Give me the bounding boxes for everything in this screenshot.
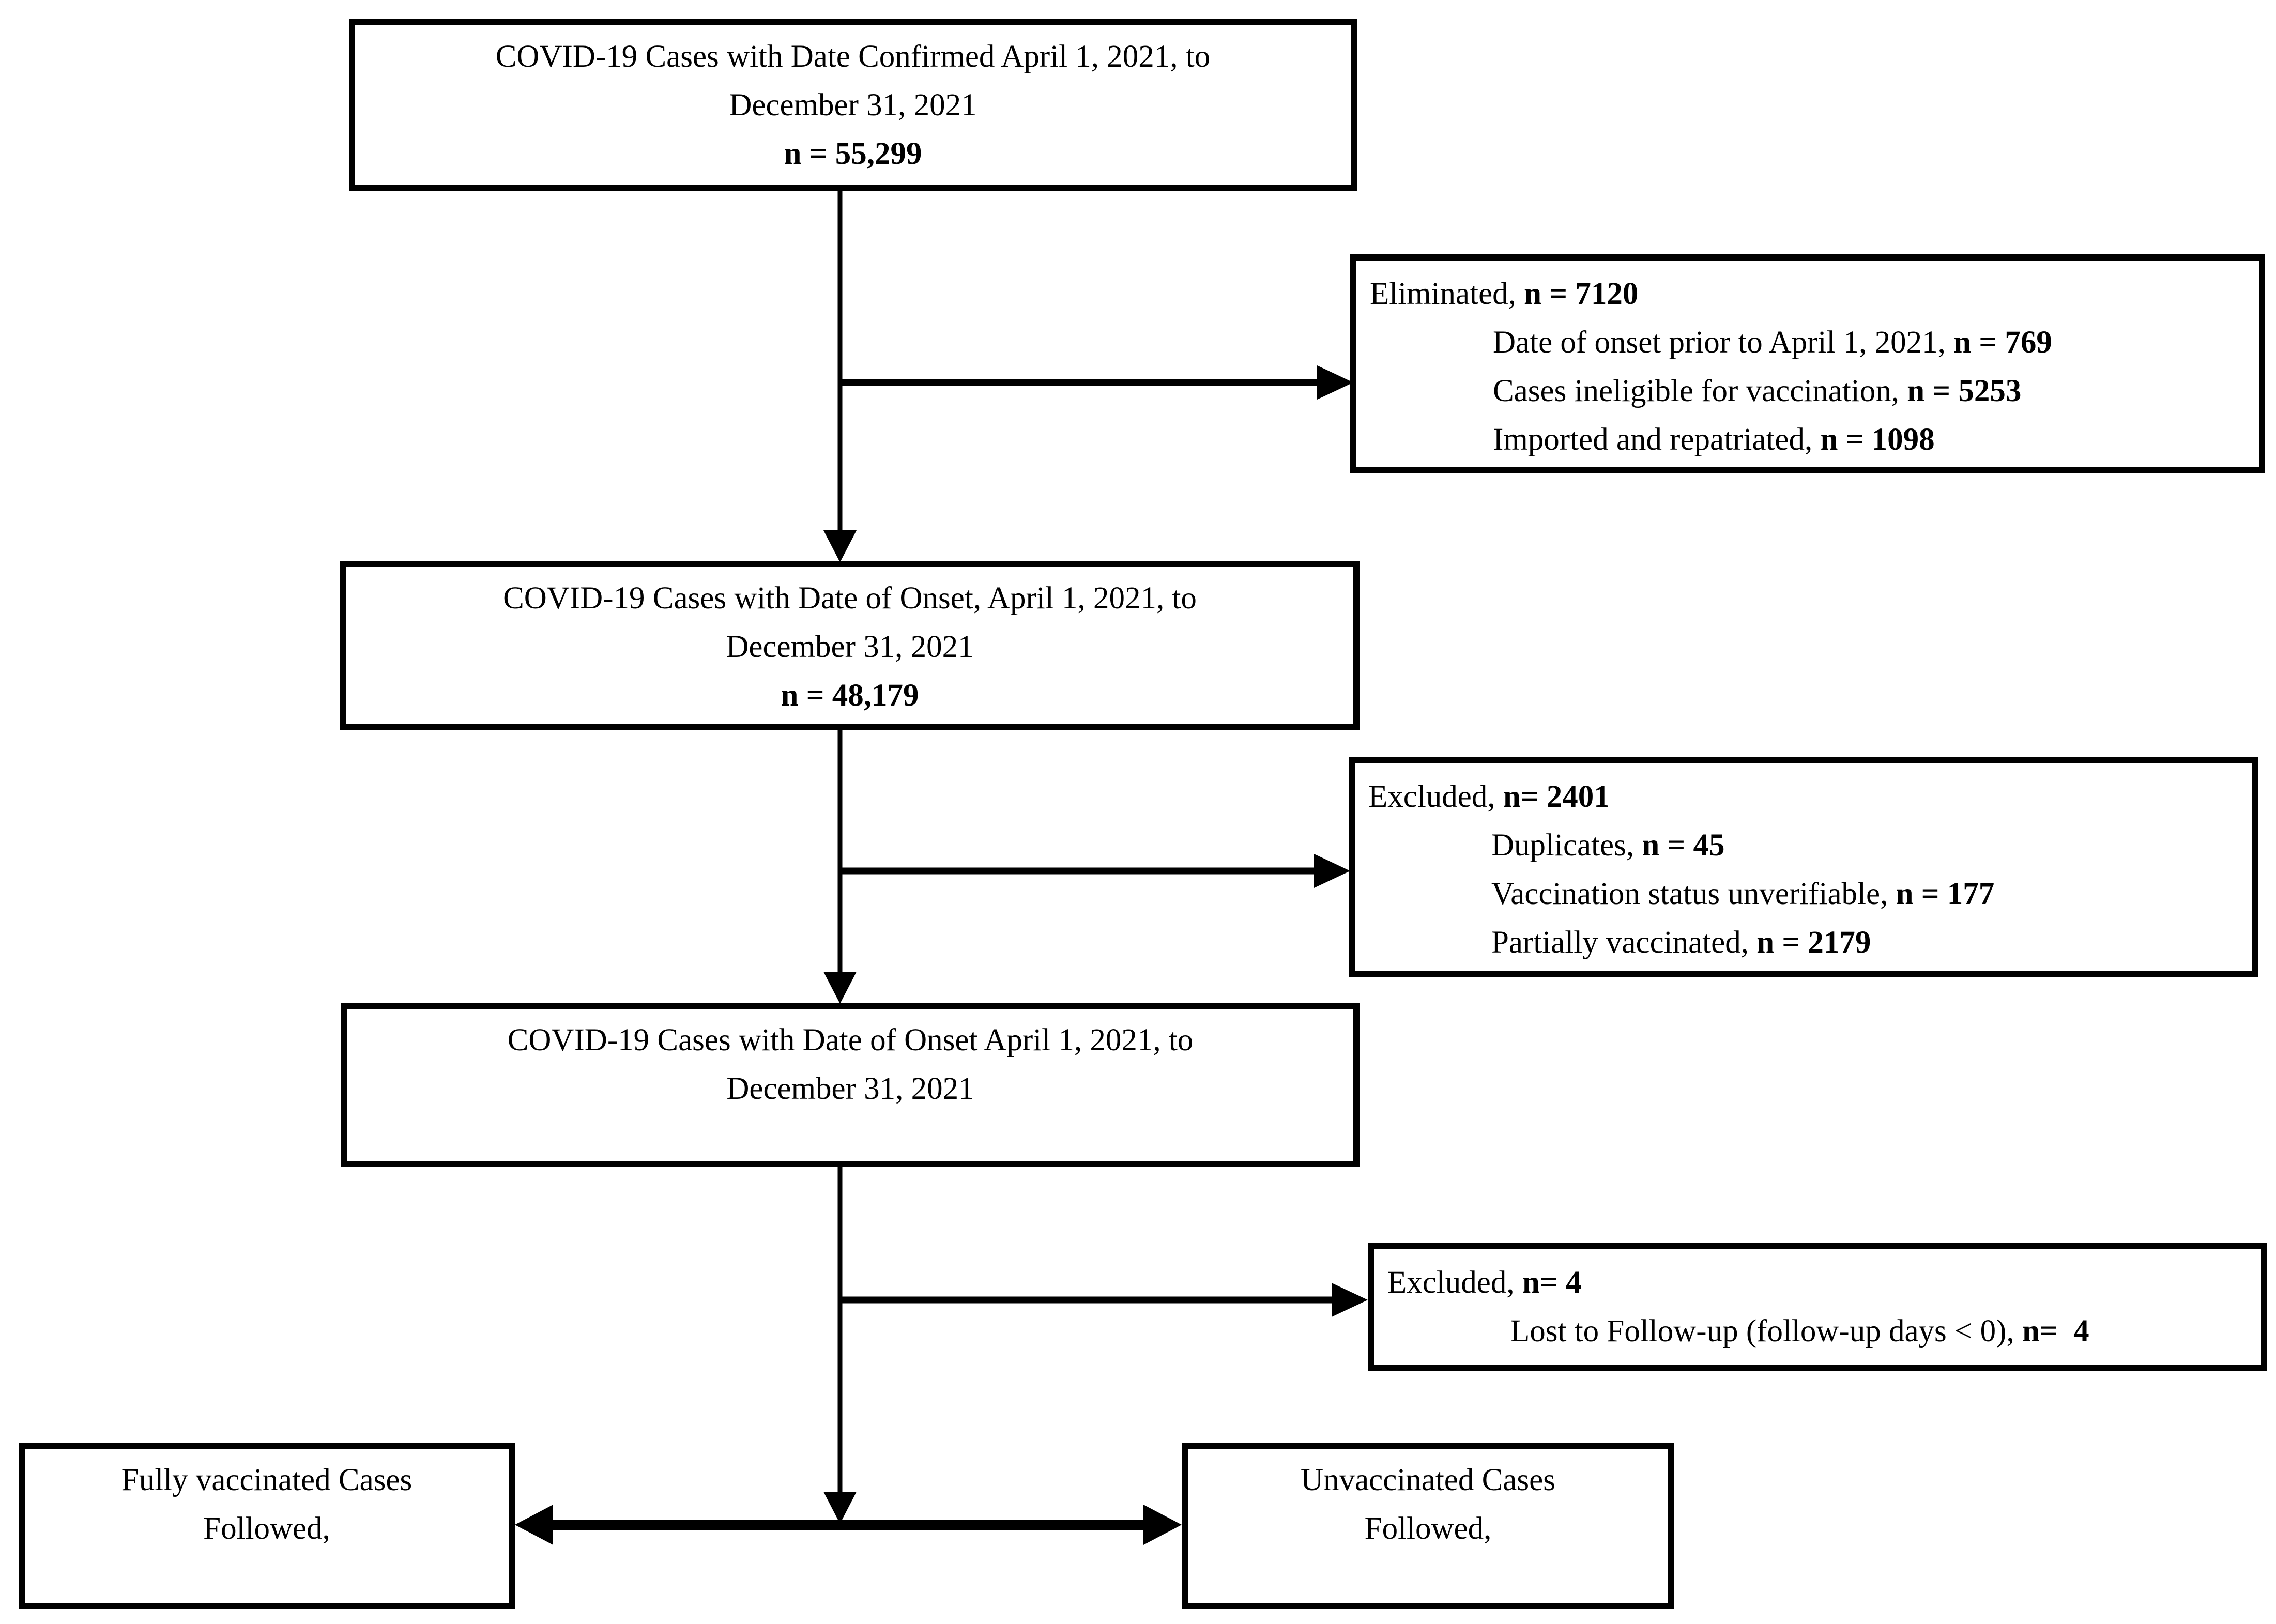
- arrow-split-to-groups: [515, 1505, 1182, 1545]
- text-line: Duplicates, n = 45: [1368, 821, 2242, 870]
- arrow-branch-to-eliminated: [840, 365, 1353, 400]
- count-value: n = 2179: [1756, 925, 1871, 960]
- text-line: COVID-19 Cases with Date of Onset, April…: [346, 574, 1353, 623]
- flow-box-cases-onset-final: COVID-19 Cases with Date of Onset April …: [341, 1003, 1360, 1167]
- label-text: Excluded,: [1387, 1265, 1522, 1300]
- arrow-onset-final-to-split: [823, 1167, 857, 1524]
- text-line: COVID-19 Cases with Date of Onset April …: [347, 1016, 1353, 1065]
- label-text: December 31, 2021: [726, 630, 974, 664]
- label-text: COVID-19 Cases with Date of Onset, April…: [503, 581, 1197, 616]
- label-text: Followed,: [1364, 1511, 1492, 1546]
- text-line: Excluded, n= 2401: [1368, 773, 2242, 821]
- count-value: n= 2401: [1503, 779, 1610, 814]
- text-line: Fully vaccinated Cases: [25, 1456, 509, 1505]
- label-text: Imported and repatriated,: [1493, 422, 1821, 457]
- arrow-branch-to-excluded-followup: [840, 1283, 1368, 1317]
- text-line: December 31, 2021: [346, 623, 1353, 671]
- count-value: n= 4: [1522, 1265, 1582, 1300]
- text-line: Vaccination status unverifiable, n = 177: [1368, 870, 2242, 918]
- label-text: Excluded: [1368, 779, 1488, 814]
- count-value: n = 1098: [1820, 422, 1935, 457]
- count-value: n = 48,179: [781, 678, 919, 713]
- text-line: n = 55,299: [355, 130, 1351, 178]
- text-line: December 31, 2021: [347, 1065, 1353, 1113]
- label-text: December 31, 2021: [729, 88, 977, 122]
- label-text: Vaccination status unverifiable,: [1491, 877, 1896, 911]
- text-line: Followed,: [25, 1505, 509, 1553]
- label-text: Partially vaccinated,: [1491, 925, 1757, 960]
- label-text: ,: [1487, 779, 1503, 814]
- label-text: COVID-19 Cases with Date of Onset April …: [507, 1023, 1194, 1058]
- arrow-confirmed-to-onset: [823, 191, 857, 562]
- label-text: Unvaccinated Cases: [1301, 1463, 1555, 1497]
- count-value: n = 55,299: [784, 136, 922, 171]
- label-text: Date of onset prior to April 1, 2021,: [1493, 325, 1954, 360]
- count-value: n = 5253: [1907, 374, 2022, 408]
- flow-box-cases-onset: COVID-19 Cases with Date of Onset, April…: [340, 561, 1360, 730]
- text-line: COVID-19 Cases with Date Confirmed April…: [355, 33, 1351, 81]
- text-line: Date of onset prior to April 1, 2021, n …: [1370, 318, 2249, 367]
- count-value: n = 769: [1953, 325, 2052, 360]
- text-line: Excluded, n= 4: [1387, 1259, 2251, 1307]
- arrow-onset-to-onset-final: [823, 730, 857, 1004]
- text-line: Partially vaccinated, n = 2179: [1368, 918, 2242, 967]
- text-line: Cases ineligible for vaccination, n = 52…: [1370, 367, 2249, 416]
- text-line: n = 48,179: [346, 671, 1353, 720]
- count-value: n = 177: [1896, 877, 1995, 911]
- count-value: n = 45: [1642, 828, 1725, 863]
- text-line: December 31, 2021: [355, 81, 1351, 130]
- label-text: Lost to Follow-up (follow-up days < 0),: [1510, 1314, 2022, 1349]
- label-text: Duplicates,: [1491, 828, 1642, 863]
- label-text: COVID-19 Cases with Date Confirmed April…: [495, 39, 1211, 74]
- text-line: Followed,: [1188, 1505, 1668, 1553]
- label-text: December 31, 2021: [726, 1071, 974, 1106]
- count-value: n= 4: [2022, 1314, 2089, 1349]
- label-text: Cases ineligible for vaccination,: [1493, 374, 1907, 408]
- label-text: Eliminated,: [1370, 277, 1524, 311]
- text-line: Unvaccinated Cases: [1188, 1456, 1668, 1505]
- flow-box-cases-confirmed: COVID-19 Cases with Date Confirmed April…: [349, 19, 1357, 191]
- arrow-branch-to-excluded-onset: [840, 854, 1350, 888]
- label-text: Followed,: [203, 1511, 330, 1546]
- count-value: n = 7120: [1524, 277, 1639, 311]
- text-line: Lost to Follow-up (follow-up days < 0), …: [1387, 1307, 2251, 1356]
- text-line: Imported and repatriated, n = 1098: [1370, 416, 2249, 464]
- label-text: Fully vaccinated Cases: [121, 1463, 413, 1497]
- text-line: Eliminated, n = 7120: [1370, 270, 2249, 318]
